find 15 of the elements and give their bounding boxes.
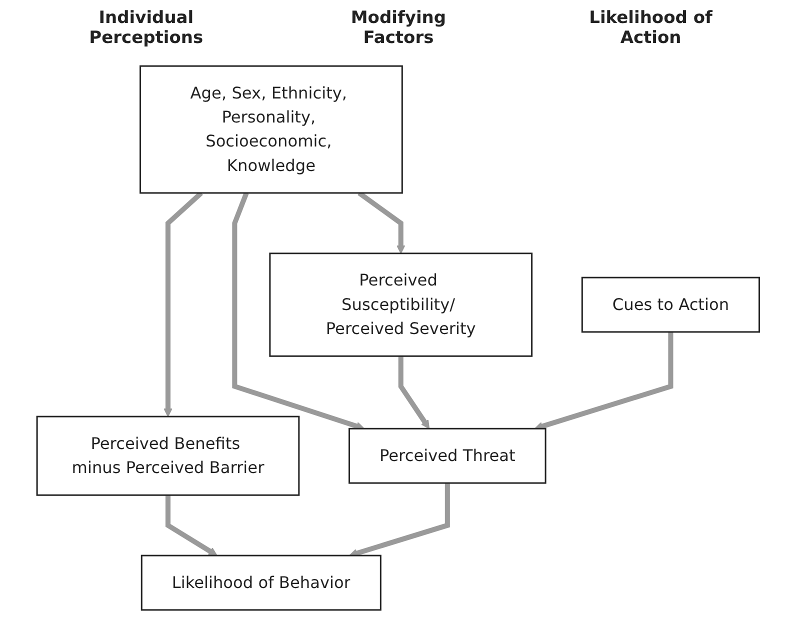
node-box: Age, Sex, Ethnicity, Personality, Socioeconomic, Knowledge [140,65,404,194]
node-box: Perceived Threat [348,428,547,484]
node-box: Perceived Susceptibility/ Perceived Severity [270,252,533,357]
column-heading: Individual Perceptions [88,8,204,50]
node-box: Perceived Benefits minus Perceived Barrier [36,416,300,496]
arrow [164,191,204,417]
arrow [232,192,365,430]
column-heading: Likelihood of Action [588,8,714,50]
node-box: Cues to Action [582,276,760,333]
node-box: Likelihood of Behavior [141,554,382,611]
arrow [166,495,218,556]
arrow [349,483,450,558]
arrow [398,356,430,430]
column-heading: Modifying Factors [350,8,448,50]
arrow [534,332,674,430]
